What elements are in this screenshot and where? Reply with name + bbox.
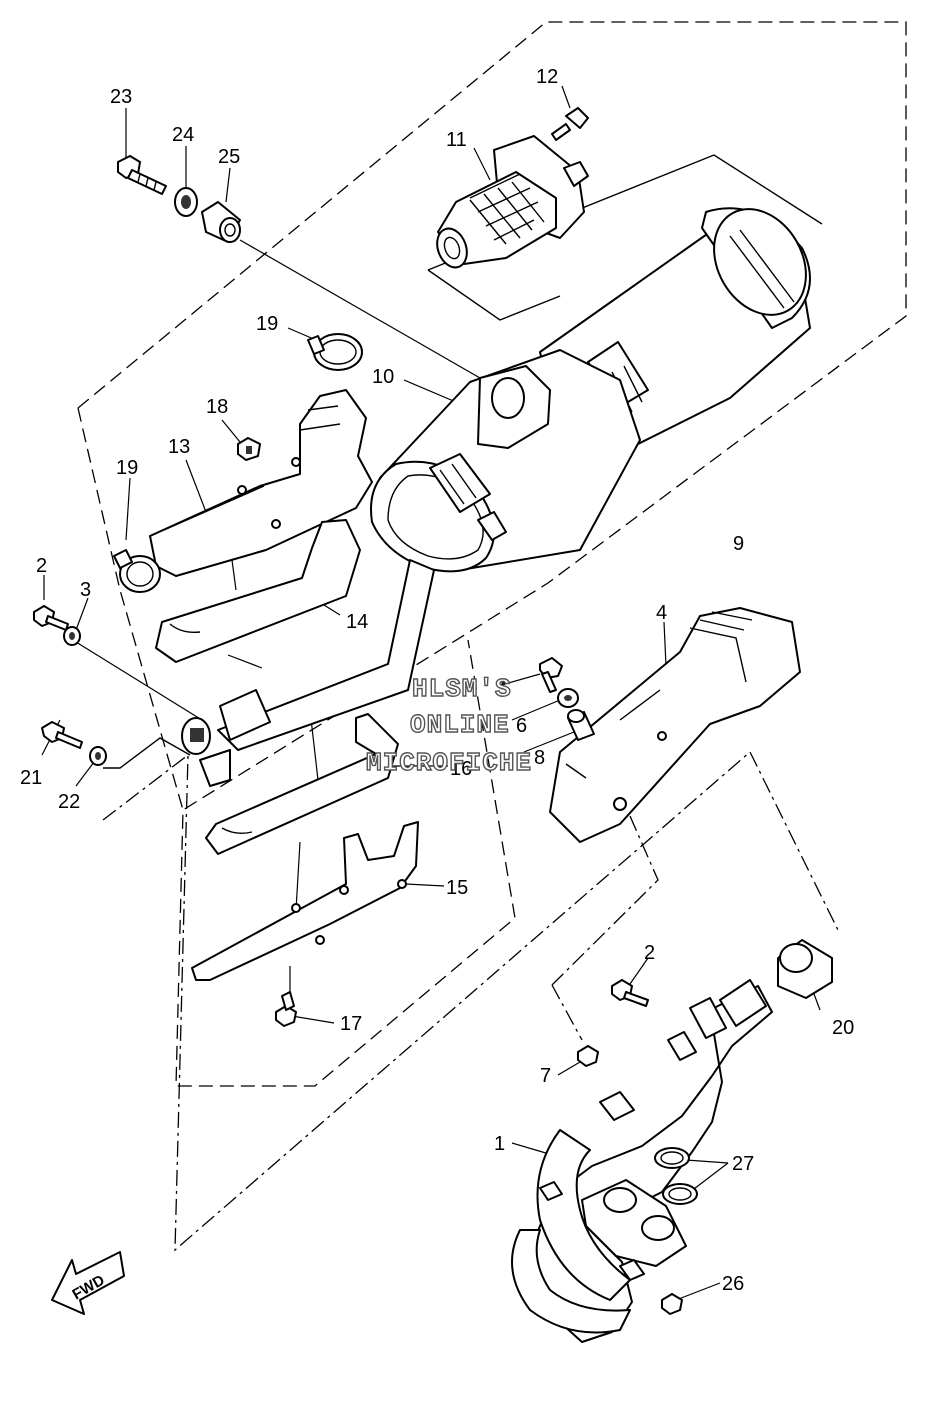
muffler-10-icon	[370, 349, 641, 573]
collar-25-icon	[201, 201, 241, 243]
callout-17: 17	[340, 1013, 362, 1035]
callout-12: 12	[536, 66, 558, 88]
bolt-2-lower-icon	[611, 979, 649, 1007]
watermark-line-3: MICROFICHE	[366, 748, 532, 778]
callout-20: 20	[832, 1017, 854, 1039]
callout-6: 6	[516, 715, 527, 737]
exhaust-header-1-icon	[511, 979, 773, 1343]
exhaust-system-outline-c	[551, 984, 583, 1041]
callout-4: 4	[656, 602, 667, 624]
callout-18: 18	[206, 396, 228, 418]
callout-19-upper: 19	[256, 313, 278, 335]
nut-18-icon	[237, 437, 261, 461]
callout-9: 9	[733, 533, 744, 555]
callout-3: 3	[80, 579, 91, 601]
fwd-arrow-icon: FWD	[51, 1251, 125, 1315]
watermark-line-1: HLSM'S	[412, 674, 512, 704]
callout-27: 27	[732, 1153, 754, 1175]
watermark-line-2: ONLINE	[410, 710, 510, 740]
nut-7-icon	[577, 1045, 599, 1067]
exhaust-pipe-icon	[181, 559, 435, 787]
bolt-17-icon	[275, 991, 297, 1027]
callout-26: 26	[722, 1273, 744, 1295]
callout-22: 22	[58, 791, 80, 813]
gasket-20-icon	[777, 939, 833, 999]
insulator-16-icon	[205, 713, 399, 855]
grommet-24-icon	[174, 187, 198, 217]
muffler-assembly-outline-left	[77, 407, 184, 811]
washer-3-icon	[63, 626, 81, 646]
bolt-21-icon	[41, 721, 83, 749]
washer-6-icon	[557, 688, 579, 708]
callout-21: 21	[20, 767, 42, 789]
silencer-inner-outline-b	[427, 269, 561, 321]
protector-13-icon	[149, 389, 373, 577]
callout-7: 7	[540, 1065, 551, 1087]
clamp-19-upper-icon	[307, 333, 363, 371]
callout-10: 10	[372, 366, 394, 388]
callout-16: 16	[450, 758, 472, 780]
bolt-23-icon	[117, 155, 167, 195]
callout-23: 23	[110, 86, 132, 108]
callout-24: 24	[172, 124, 194, 146]
insulator-14-icon	[155, 519, 361, 663]
pipe-joint-line	[103, 737, 191, 769]
exhaust-system-outline-b	[551, 815, 659, 986]
clamp-19-lower-icon	[113, 549, 161, 593]
screw-12-icon	[551, 107, 589, 141]
gasket-27-icon	[654, 1147, 698, 1205]
callout-11: 11	[446, 129, 467, 151]
callout-2-lower: 2	[644, 942, 655, 964]
protector-15-icon	[191, 821, 419, 981]
callout-labels: 23 24 25 12 11 19 10 18 13 19 9 2 3 14 4…	[20, 66, 854, 1295]
callout-19-lower: 19	[116, 457, 138, 479]
spark-arrester-11-icon	[436, 135, 589, 269]
callout-13: 13	[168, 436, 190, 458]
callout-8: 8	[534, 747, 545, 769]
collar-8-icon	[567, 709, 595, 741]
exhaust-system-outline	[102, 750, 839, 1252]
bolt-2-upper-icon	[33, 605, 69, 631]
watermark: HLSM'S ONLINE MICROFICHE	[365, 673, 532, 778]
parts	[33, 107, 833, 1343]
callout-15: 15	[446, 877, 468, 899]
protector-4-icon	[549, 607, 801, 843]
callout-25: 25	[218, 146, 240, 168]
callout-14: 14	[346, 611, 368, 633]
bolt-5-icon	[539, 657, 563, 693]
callout-2-upper: 2	[36, 555, 47, 577]
washer-22-icon	[89, 746, 107, 766]
callout-1: 1	[494, 1133, 505, 1155]
callout-5: 5	[500, 679, 511, 701]
nut-26-icon	[661, 1293, 683, 1315]
